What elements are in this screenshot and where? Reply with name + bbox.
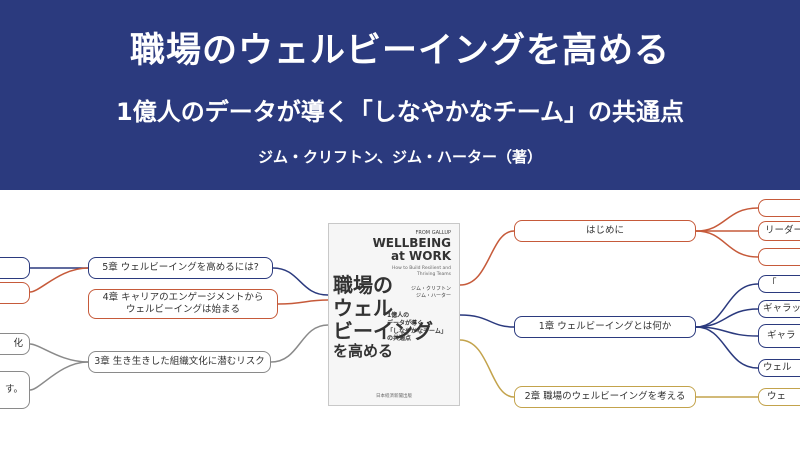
connector-ch5 <box>272 267 329 296</box>
right-edge-node[interactable] <box>758 199 800 217</box>
cover-author-2: ジム・ハーター <box>415 292 451 299</box>
cover-title-line2: ウェル <box>333 296 393 320</box>
cover-sub-line1: 1億人の <box>387 312 410 319</box>
right-edge-node-label: 「 <box>767 277 777 289</box>
connector-ch2 <box>459 339 515 398</box>
title-banner: 職場のウェルビーイングを高める 1億人のデータが導く「しなやかなチーム」の共通点… <box>0 0 800 190</box>
banner-title: 職場のウェルビーイングを高める <box>129 31 670 71</box>
cover-title-line3: ビーイング <box>333 319 433 343</box>
cover-publisher: 日本経済新聞出版 <box>376 394 412 399</box>
right-edge-node[interactable]: 「 <box>758 275 800 293</box>
connector-ch3-child-2 <box>29 361 89 391</box>
chapter-1-label: 1章 ウェルビーイングとは何か <box>538 320 672 332</box>
right-edge-node[interactable]: ギャラッ <box>758 300 800 318</box>
right-edge-node[interactable]: ギャラ <box>758 324 800 348</box>
right-edge-node-label: ギャラ <box>767 329 796 341</box>
connector-intro-child-1 <box>695 207 759 232</box>
right-edge-node-label: ウェル <box>763 361 792 373</box>
cover-japanese-title: 職場の ウェル ビーイング を高める <box>333 274 433 360</box>
cover-sub-line3: 「しなやかなチーム」 <box>387 327 447 335</box>
right-edge-node-label: ウェ <box>767 390 787 402</box>
right-edge-node[interactable]: ウェル <box>758 359 800 377</box>
right-edge-node-label: リーダー <box>765 224 800 236</box>
cover-author-1: ジム・クリフトン <box>410 286 451 292</box>
cover-sub-line4: の共通点 <box>387 335 412 343</box>
cover-english-title: WELLBEING at WORK <box>373 237 451 262</box>
connector-ch1-child-4 <box>695 326 759 369</box>
connector-intro-child-3 <box>695 230 759 258</box>
banner-authors: ジム・クリフトン、ジム・ハーター（著） <box>257 148 543 166</box>
connector-ch3 <box>270 324 329 363</box>
connector-ch4 <box>277 299 329 305</box>
left-edge-node[interactable]: す。 <box>0 371 30 409</box>
connector-intro <box>459 230 515 286</box>
chapter-4-node[interactable]: 4章 キャリアのエンゲージメントから ウェルビーイングは始まる <box>88 289 278 319</box>
connector-ch1-child-1 <box>695 283 759 328</box>
left-edge-node-label: 化 <box>13 337 23 349</box>
chapter-4-label-line2: ウェルビーイングは始まる <box>125 304 240 315</box>
cover-subtitle: 1億人の データが導く 「しなやかなチーム」 の共通点 <box>387 312 447 343</box>
cover-authors: ジム・クリフトン ジム・ハーター <box>411 286 451 299</box>
intro-node[interactable]: はじめに <box>514 220 696 242</box>
chapter-4-label-line1: 4章 キャリアのエンゲージメントから <box>102 291 264 303</box>
left-edge-node[interactable] <box>0 282 30 304</box>
right-edge-node-label: ギャラッ <box>763 302 800 314</box>
right-edge-node[interactable]: リーダー <box>758 221 800 241</box>
chapter-5-label: 5章 ウェルビーイングを高めるには? <box>102 261 259 273</box>
left-edge-node-label: す。 <box>4 383 23 395</box>
connector-ch3-child-1 <box>29 343 89 363</box>
chapter-3-label: 3章 生き生きした組織文化に潜むリスク <box>94 355 265 367</box>
left-edge-node[interactable]: 化 <box>0 333 30 355</box>
mind-map: 化 す。 5章 ウェルビーイングを高めるには? 4章 キャリアのエンゲージメント… <box>0 190 800 450</box>
connector-ch1-child-2 <box>695 308 759 328</box>
cover-title-line4: を高める <box>333 342 394 360</box>
cover-english-title-line2: at WORK <box>391 248 451 263</box>
cover-gallup-label: FROM GALLUP <box>415 230 451 236</box>
connector-ch4-child <box>29 267 89 293</box>
chapter-2-label: 2章 職場のウェルビーイングを考える <box>524 390 686 402</box>
cover-english-subtitle: How to Build Resilient and Thriving Team… <box>392 266 451 277</box>
chapter-3-node[interactable]: 3章 生き生きした組織文化に潜むリスク <box>88 351 271 373</box>
book-cover[interactable]: FROM GALLUP WELLBEING at WORK How to Bui… <box>328 223 460 406</box>
chapter-1-node[interactable]: 1章 ウェルビーイングとは何か <box>514 316 696 338</box>
right-edge-node[interactable] <box>758 248 800 266</box>
banner-subtitle: 1億人のデータが導く「しなやかなチーム」の共通点 <box>116 98 684 126</box>
mind-map-connectors <box>29 207 759 398</box>
cover-sub-line2: データが導く <box>387 319 424 327</box>
right-edge-node[interactable]: ウェ <box>758 388 800 406</box>
cover-title-line1: 職場の <box>333 273 393 297</box>
intro-label: はじめに <box>585 224 624 236</box>
cover-english-title-line1: WELLBEING <box>372 236 451 250</box>
chapter-5-node[interactable]: 5章 ウェルビーイングを高めるには? <box>88 257 273 279</box>
connector-ch1 <box>459 314 515 328</box>
chapter-2-node[interactable]: 2章 職場のウェルビーイングを考える <box>514 386 696 408</box>
left-edge-node[interactable] <box>0 257 30 279</box>
